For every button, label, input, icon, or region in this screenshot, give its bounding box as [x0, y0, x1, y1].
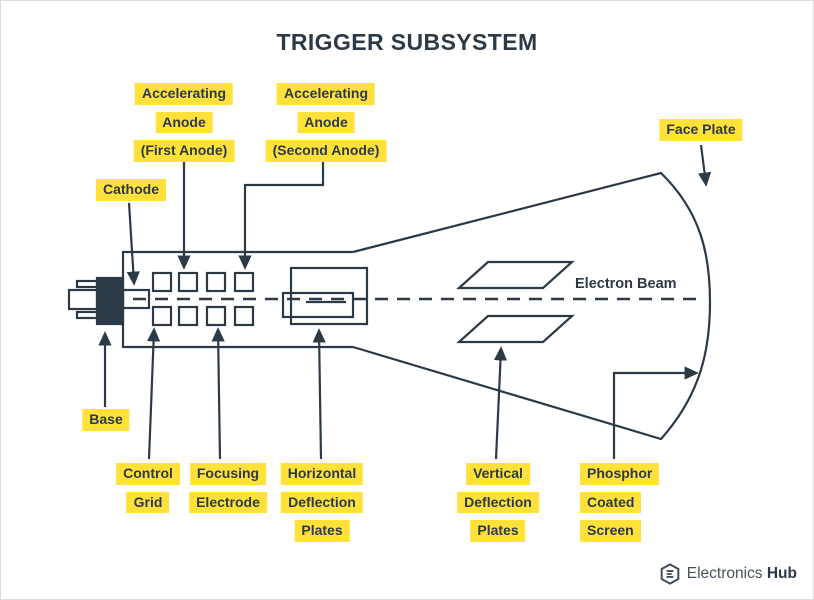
label-line: Deflection	[281, 491, 363, 513]
label-line: Cathode	[96, 179, 166, 201]
arrow-to-phosphor-screen	[612, 366, 699, 459]
label-line: Anode	[297, 111, 355, 133]
label-phosphor-coated-screen: Phosphor Coated Screen	[580, 463, 660, 542]
label-accelerating-anode-second: Accelerating Anode (Second Anode)	[265, 83, 387, 162]
horizontal-deflection-outer	[289, 266, 369, 326]
label-line: Control	[116, 463, 180, 485]
label-line: (Second Anode)	[265, 140, 387, 162]
label-base: Base	[82, 409, 130, 431]
arrow-to-horizontal-plates	[312, 328, 326, 460]
label-accelerating-anode-first: Accelerating Anode (First Anode)	[133, 83, 235, 162]
vertical-deflection-bottom-plate	[456, 314, 575, 344]
arrow-to-cathode	[126, 202, 140, 286]
label-control-grid: Control Grid	[116, 463, 180, 513]
first-anode-bottom	[177, 305, 199, 327]
vertical-deflection-top-plate	[456, 260, 575, 290]
base-pin-top	[75, 279, 99, 289]
label-line: Focusing	[189, 463, 267, 485]
focusing-electrode-bottom	[205, 305, 227, 327]
arrow-to-face-plate	[697, 144, 712, 187]
label-line: Deflection	[457, 491, 539, 513]
control-grid-top	[151, 271, 173, 293]
label-line: Accelerating	[134, 83, 234, 105]
label-line: Phosphor	[580, 463, 660, 485]
label-line: Electrode	[189, 491, 267, 513]
label-line: Vertical	[466, 463, 530, 485]
brand-suffix: Hub	[766, 565, 797, 582]
label-line: Base	[82, 409, 130, 431]
focusing-electrode-top	[205, 271, 227, 293]
label-line: Plates	[294, 520, 350, 542]
page-title: TRIGGER SUBSYSTEM	[276, 29, 538, 55]
label-face-plate: Face Plate	[659, 119, 743, 141]
brand-footer: Electronics Hub	[660, 563, 797, 585]
label-vertical-deflection-plates: Vertical Deflection Plates	[457, 463, 539, 542]
label-line: Anode	[155, 111, 213, 133]
arrow-to-focusing-electrode	[211, 327, 225, 460]
second-anode-top	[233, 271, 255, 293]
base-pin-bottom	[75, 310, 99, 320]
control-grid-bottom	[151, 305, 173, 327]
arrow-to-control-grid	[146, 327, 161, 460]
arrow-to-vertical-plates	[493, 346, 508, 460]
label-line: Accelerating	[276, 83, 376, 105]
base-block	[95, 276, 125, 326]
horizontal-deflection-inner	[281, 291, 355, 319]
label-focusing-electrode: Focusing Electrode	[189, 463, 267, 513]
brand-name: Electronics	[686, 565, 763, 582]
label-cathode: Cathode	[96, 179, 166, 201]
label-line: Face Plate	[659, 119, 743, 141]
label-line: Screen	[580, 520, 641, 542]
hexagon-logo-icon	[660, 563, 680, 585]
first-anode-top	[177, 271, 199, 293]
brand-text: Electronics Hub	[687, 565, 797, 583]
cathode-shape	[121, 288, 151, 310]
arrow-to-second-anode	[238, 161, 325, 270]
second-anode-bottom	[233, 305, 255, 327]
label-line: Horizontal	[280, 463, 364, 485]
label-line: Grid	[126, 491, 170, 513]
base-pin-middle	[67, 288, 99, 311]
label-line: (First Anode)	[133, 140, 235, 162]
label-line: Coated	[580, 491, 642, 513]
label-line: Plates	[470, 520, 526, 542]
electron-beam-label: Electron Beam	[575, 276, 677, 292]
label-horizontal-deflection-plates: Horizontal Deflection Plates	[280, 463, 364, 542]
